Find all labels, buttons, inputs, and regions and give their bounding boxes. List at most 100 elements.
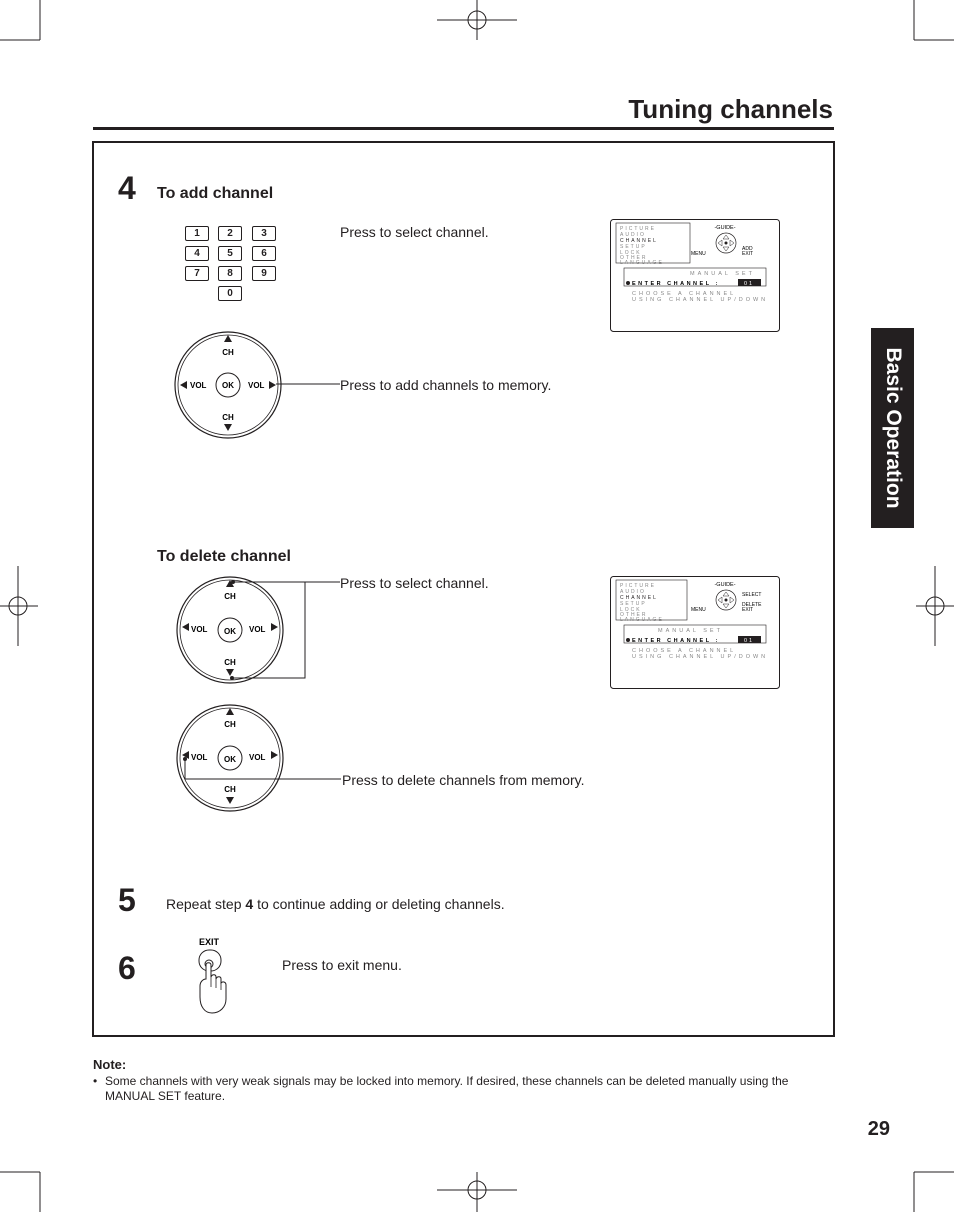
step5-text: Repeat step 4 to continue adding or dele…: [166, 896, 505, 912]
ch-down-arrow-icon[interactable]: [224, 424, 232, 431]
key-6[interactable]: 6: [252, 246, 276, 261]
guide-exit-label: EXIT: [742, 607, 753, 613]
manual-set-label: MANUAL SET: [690, 271, 755, 277]
section-tab: Basic Operation: [871, 328, 914, 528]
vol-left-arrow-icon[interactable]: [182, 623, 189, 631]
guide-label: -GUIDE-: [714, 225, 735, 231]
delete-channel-heading: To delete channel: [157, 548, 291, 565]
osd-screen-delete: PICTURE AUDIO CHANNEL SETUP LOCK OTHER L…: [610, 576, 780, 689]
press-select-text-add: Press to select channel.: [340, 224, 489, 240]
remote-pad-delete: CH CH VOL VOL OK: [176, 704, 341, 812]
menu-item-audio: AUDIO: [620, 589, 646, 595]
channel-value: 01: [744, 638, 754, 644]
vol-left-label: VOL: [191, 625, 208, 634]
step-number-6: 6: [118, 950, 136, 986]
menu-item-channel: CHANNEL: [620, 238, 658, 244]
menu-item-setup: SETUP: [620, 244, 647, 250]
step5-text-pre: Repeat step: [166, 896, 246, 912]
osd-screen-add: PICTURE AUDIO CHANNEL SETUP LOCK OTHER L…: [610, 219, 780, 332]
exit-label: EXIT: [199, 937, 220, 947]
step-number-4: 4: [118, 170, 136, 206]
key-1[interactable]: 1: [185, 226, 209, 241]
hint-choose-channel: CHOOSE A CHANNEL: [632, 291, 736, 297]
menu-item-language: LANGUAGE: [620, 617, 664, 623]
exit-button-hand: EXIT: [198, 937, 227, 1014]
note-text: Some channels with very weak signals may…: [105, 1074, 789, 1103]
ch-up-arrow-icon[interactable]: [226, 580, 234, 587]
ch-up-label: CH: [222, 348, 234, 357]
menu-item-setup: SETUP: [620, 601, 647, 607]
hint-using-channel: USING CHANNEL UP/DOWN: [632, 654, 768, 660]
key-0[interactable]: 0: [218, 286, 242, 301]
menu-item-lock: LOCK: [620, 250, 642, 256]
instruction-frame: [92, 141, 835, 1037]
note-body: • Some channels with very weak signals m…: [93, 1074, 833, 1104]
ch-up-label: CH: [224, 592, 236, 601]
key-2[interactable]: 2: [218, 226, 242, 241]
manual-set-label: MANUAL SET: [658, 628, 723, 634]
step5-text-post: to continue adding or deleting channels.: [253, 896, 505, 912]
step-number-5: 5: [118, 882, 136, 918]
guide-add-label: ADD: [742, 246, 753, 252]
menu-item-language: LANGUAGE: [620, 260, 664, 266]
vol-right-arrow-icon[interactable]: [271, 751, 278, 759]
key-4[interactable]: 4: [185, 246, 209, 261]
vol-right-label: VOL: [248, 381, 265, 390]
ch-down-label: CH: [222, 413, 234, 422]
menu-item-other: OTHER: [620, 612, 648, 618]
ch-down-label: CH: [224, 785, 236, 794]
page-title: Tuning channels: [628, 94, 833, 124]
ok-button[interactable]: OK: [224, 755, 236, 764]
add-channel-heading: To add channel: [157, 185, 274, 202]
vol-right-arrow-icon[interactable]: [269, 381, 276, 389]
vol-left-arrow-icon[interactable]: [182, 751, 189, 759]
vol-right-label: VOL: [249, 753, 266, 762]
hint-using-channel: USING CHANNEL UP/DOWN: [632, 297, 768, 303]
note-bullet: •: [93, 1074, 98, 1088]
guide-delete-label: DELETE: [742, 602, 762, 608]
guide-menu-label: MENU: [691, 607, 706, 613]
vol-left-arrow-icon[interactable]: [180, 381, 187, 389]
guide-select-label: SELECT: [742, 592, 761, 598]
ok-button[interactable]: OK: [222, 381, 234, 390]
press-select-text-delete: Press to select channel.: [340, 575, 489, 591]
ch-down-arrow-icon[interactable]: [226, 797, 234, 804]
guide-menu-label: MENU: [691, 251, 706, 257]
ch-down-label: CH: [224, 658, 236, 667]
ok-button[interactable]: OK: [224, 627, 236, 636]
key-3[interactable]: 3: [252, 226, 276, 241]
key-8[interactable]: 8: [218, 266, 242, 281]
press-exit-text: Press to exit menu.: [282, 957, 402, 973]
menu-item-lock: LOCK: [620, 607, 642, 613]
vol-right-label: VOL: [249, 625, 266, 634]
vol-left-label: VOL: [191, 753, 208, 762]
hint-choose-channel: CHOOSE A CHANNEL: [632, 648, 736, 654]
menu-item-channel: CHANNEL: [620, 595, 658, 601]
key-5[interactable]: 5: [218, 246, 242, 261]
ch-up-arrow-icon[interactable]: [226, 708, 234, 715]
channel-value: 01: [744, 281, 754, 287]
guide-exit-label: EXIT: [742, 251, 753, 257]
guide-label: -GUIDE-: [714, 582, 735, 588]
title-rule: [93, 127, 834, 130]
vol-right-arrow-icon[interactable]: [271, 623, 278, 631]
key-9[interactable]: 9: [252, 266, 276, 281]
enter-channel-label: ENTER CHANNEL :: [632, 281, 720, 287]
section-tab-label: Basic Operation: [881, 347, 905, 509]
menu-item-audio: AUDIO: [620, 232, 646, 238]
menu-item-picture: PICTURE: [620, 583, 656, 589]
ch-up-arrow-icon[interactable]: [224, 335, 232, 342]
enter-channel-label: ENTER CHANNEL :: [632, 638, 720, 644]
ch-up-label: CH: [224, 720, 236, 729]
page-number: 29: [867, 1118, 890, 1140]
menu-item-other: OTHER: [620, 255, 648, 261]
pointing-hand-icon: [199, 962, 227, 1014]
ch-down-arrow-icon[interactable]: [226, 669, 234, 676]
key-7[interactable]: 7: [185, 266, 209, 281]
press-add-text: Press to add channels to memory.: [340, 377, 552, 393]
remote-pad-add: CH CH VOL VOL OK: [174, 331, 340, 439]
remote-pad-select: CH CH VOL VOL OK: [176, 576, 340, 684]
step5-text-bold: 4: [245, 896, 254, 912]
vol-left-label: VOL: [190, 381, 207, 390]
